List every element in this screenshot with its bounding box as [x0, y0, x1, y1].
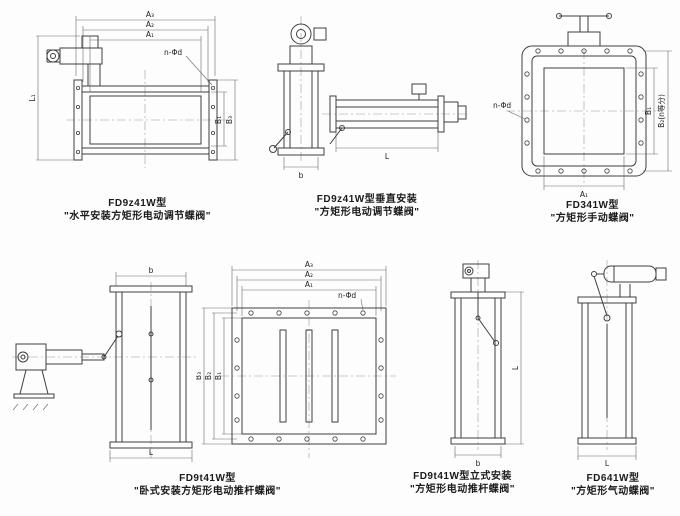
caption-description: "方矩形电动推杆蝶阀": [410, 484, 515, 495]
flange-body: [231, 307, 387, 445]
valve-body: [73, 79, 218, 161]
dimension-labels: A₃ A₂ A₁ n-Φd B₁ B₂ B₃: [196, 260, 356, 380]
dim-label-l: L: [511, 365, 520, 370]
electric-push-rod-actuator: [12, 330, 123, 411]
dim-label-holes: n-Φd: [338, 291, 356, 300]
dim-label-b1: B₁: [214, 372, 223, 380]
caption-model: FD341W型: [566, 200, 619, 211]
figure-fd341w-manual: n-Φd B₁ B₂(n等分) A₁: [492, 8, 677, 200]
dimension-lines: [507, 50, 672, 190]
caption-description: "方矩形手动蝶阀": [550, 213, 635, 224]
caption-fd9t41w-vertical: FD9t41W型立式安装 "方矩形电动推杆蝶阀": [385, 470, 540, 496]
dim-label-l: L: [605, 459, 610, 468]
dim-label-b1: B₁: [214, 116, 223, 124]
dim-label-a1: A₁: [305, 280, 313, 289]
electric-push-rod-actuator: [462, 263, 499, 346]
figure-fd9t41w-horizontal: b L: [8, 262, 198, 467]
dim-label-b: b: [299, 171, 304, 180]
frame: [109, 285, 193, 449]
dimension-labels: L: [605, 459, 610, 468]
dim-label-a1: A₁: [580, 190, 588, 199]
electric-actuator: [46, 35, 103, 87]
flange-body: [521, 45, 647, 177]
dim-label-a1: A₁: [146, 30, 154, 39]
dimension-labels: b L: [149, 266, 154, 457]
frame: [450, 291, 506, 445]
centerlines: [300, 16, 467, 162]
fd9t41w-horizontal-drawing: b L: [12, 266, 196, 462]
fd9z41w-horizontal-drawing: A₃ A₂ A₁ n-Φd B₁ B₃ L₁: [28, 10, 238, 168]
dim-label-b2: B₂(n等分): [656, 94, 666, 128]
caption-model: FD9t41W型立式安装: [413, 471, 512, 482]
fd9t41w-front-drawing: A₃ A₂ A₁ n-Φd B₁ B₂ B₃: [196, 260, 396, 458]
dim-label-b3: B₃: [196, 372, 203, 380]
louver-blades: [279, 329, 339, 423]
bolt-holes: [524, 48, 644, 174]
dimension-lines: [577, 446, 637, 460]
dimension-lines: [283, 132, 439, 170]
dim-label-b: b: [476, 459, 481, 468]
caption-model: FD9t41W型: [179, 473, 236, 484]
valve-horizontal-view: [329, 83, 467, 145]
caption-fd9z41w-vertical: FD9z41W型垂直安装 "方矩形电动调节蝶阀": [282, 193, 452, 219]
caption-model: FD641W型: [586, 473, 640, 484]
figure-fd9t41w-front: A₃ A₂ A₁ n-Φd B₁ B₂ B₃: [196, 258, 406, 468]
handwheel: [556, 13, 612, 47]
bolt-holes: [234, 310, 384, 442]
centerlines: [220, 300, 396, 458]
dim-label-b2: B₂: [204, 372, 213, 380]
caption-fd9t41w-horizontal: FD9t41W型 "卧式安装方矩形电动推杆蝶阀": [115, 472, 300, 498]
caption-fd341w-manual: FD341W型 "方矩形手动蝶阀": [515, 199, 670, 225]
caption-description: "方矩形电动调节蝶阀": [314, 207, 420, 218]
caption-model: FD9z41W型垂直安装: [316, 194, 418, 205]
figure-fd9z41w-vertical: b L: [262, 12, 467, 192]
caption-fd9z41w-horizontal: FD9z41W型 "水平安装方矩形电动调节蝶阀": [30, 197, 245, 223]
pneumatic-cylinder: [591, 265, 667, 322]
dimension-lines: [202, 266, 387, 445]
frame: [577, 296, 637, 445]
caption-description: "水平安装方矩形电动调节蝶阀": [64, 211, 211, 222]
figure-fd9t41w-vertical: b L: [425, 258, 530, 468]
dimension-lines: [36, 16, 238, 161]
dimension-labels: A₃ A₂ A₁ n-Φd B₁ B₃ L₁: [28, 10, 234, 124]
dim-label-l1: L₁: [28, 94, 37, 101]
dim-label-holes: n-Φd: [164, 48, 182, 57]
dim-label-b: b: [149, 266, 154, 275]
dim-label-l: L: [385, 152, 390, 161]
caption-fd641w-pneumatic: FD641W型 "方矩形气动蝶阀": [548, 472, 678, 498]
dim-label-b3: B₃: [225, 116, 234, 124]
caption-description: "卧式安装方矩形电动推杆蝶阀": [134, 486, 281, 497]
dimension-labels: b L: [476, 365, 520, 468]
figure-fd641w-pneumatic: L: [552, 258, 672, 468]
figure-fd9z41w-horizontal: A₃ A₂ A₁ n-Φd B₁ B₃ L₁: [28, 8, 243, 198]
dimension-labels: b L: [299, 152, 390, 180]
centerlines: [66, 70, 230, 168]
dim-label-a2: A₂: [305, 270, 313, 279]
dimension-labels: n-Φd B₁ B₂(n等分) A₁: [493, 94, 666, 199]
dim-label-holes: n-Φd: [493, 101, 511, 110]
dim-label-a3: A₃: [305, 260, 313, 269]
fd9t41w-vertical-drawing: b L: [450, 260, 524, 468]
fd641w-pneumatic-drawing: L: [577, 260, 667, 468]
dim-label-a3: A₃: [146, 10, 154, 19]
valve-vertical-view: [269, 23, 327, 156]
dimension-lines: [109, 272, 193, 462]
dim-label-a2: A₂: [146, 20, 154, 29]
flange-bolt-holes: [76, 86, 215, 154]
caption-description: "方矩形气动蝶阀": [571, 486, 655, 497]
fd341w-front-drawing: n-Φd B₁ B₂(n等分) A₁: [493, 13, 672, 199]
dim-label-b1: B₁: [644, 107, 653, 115]
fd9z41w-vertical-drawing: b L: [269, 16, 467, 180]
dimension-lines: [454, 291, 524, 458]
caption-model: FD9z41W型: [108, 198, 167, 209]
dim-label-l: L: [149, 448, 154, 457]
